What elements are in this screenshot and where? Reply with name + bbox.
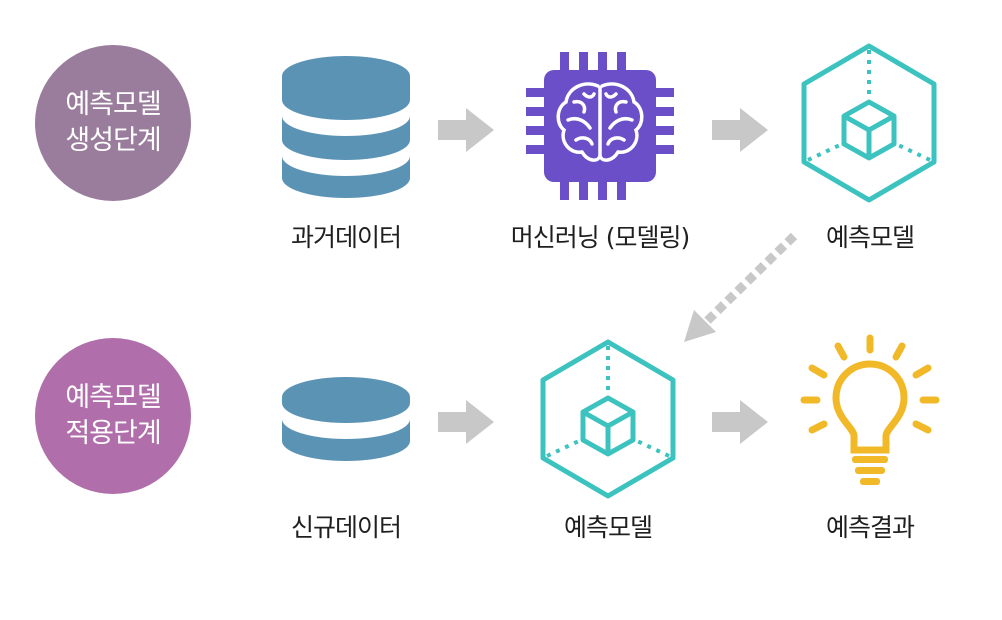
result-label: 예측결과 [825, 513, 915, 542]
machine-learning-label: 머신러닝 (모델링) [510, 223, 690, 252]
dashed-arrow-icon [684, 232, 798, 342]
stage-generation-line2: 생성단계 [65, 125, 161, 156]
model-label-row1: 예측모델 [825, 223, 915, 252]
arrow-right-icon [712, 400, 768, 444]
cube-icon [540, 339, 676, 499]
stage-application-line1: 예측모델 [65, 382, 161, 413]
arrow-right-icon [438, 108, 494, 152]
stage-application-line2: 적용단계 [65, 418, 161, 449]
model-label-row2: 예측모델 [563, 513, 653, 542]
brain-chip-icon [526, 52, 674, 200]
lightbulb-icon [800, 334, 940, 485]
arrow-right-icon [712, 108, 768, 152]
database-icon [282, 56, 410, 198]
new-data-label: 신규데이터 [290, 513, 402, 542]
cube-icon [801, 43, 937, 203]
stage-generation-line1: 예측모델 [65, 89, 161, 120]
arrow-right-icon [438, 400, 494, 444]
past-data-label: 과거데이터 [290, 223, 402, 252]
stage-application-circle: 예측모델 적용단계 [35, 338, 191, 494]
stage-generation-circle: 예측모델 생성단계 [35, 45, 191, 201]
database-icon [282, 377, 410, 461]
